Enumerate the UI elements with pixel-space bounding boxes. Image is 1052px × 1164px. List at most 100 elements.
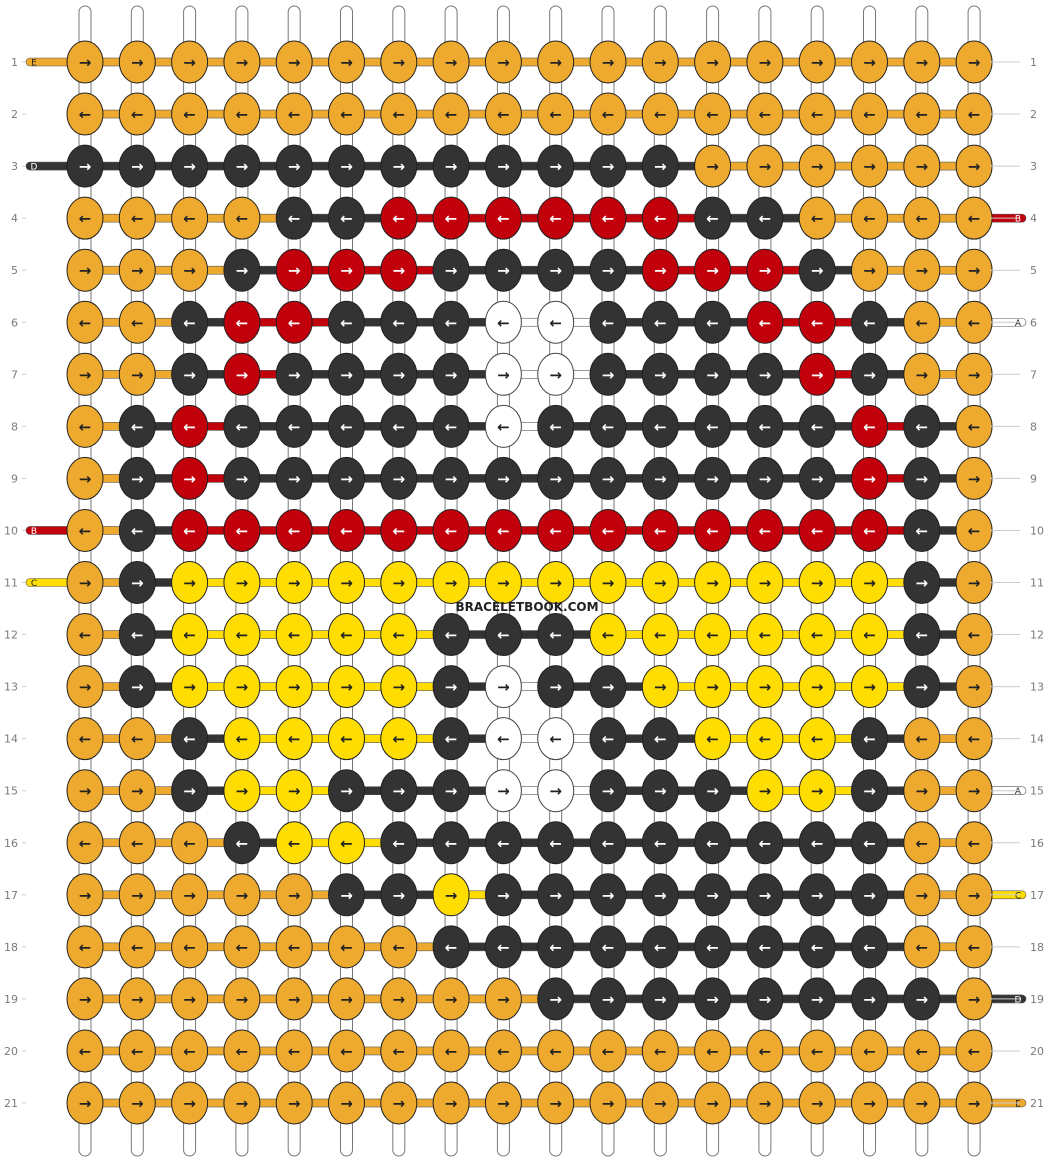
knot-arrow-icon: → [549,470,562,488]
knot-arrow-icon: ← [445,938,458,956]
knot [537,873,575,917]
knot-arrow-icon: → [497,54,510,72]
knot-arrow-icon: ← [340,938,353,956]
knot [66,1081,104,1125]
knot [484,1029,522,1073]
knot [171,769,209,813]
knot-arrow-icon: → [340,54,353,72]
knot [484,613,522,657]
knot-arrow-icon: → [497,262,510,280]
knot [694,196,732,240]
row-number-left: 10 [4,524,18,537]
knot [223,300,261,344]
knot [275,508,313,552]
knot-arrow-icon: → [497,470,510,488]
knot-arrow-icon: ← [445,1042,458,1060]
knot [380,404,418,448]
knot [380,613,418,657]
knot-arrow-icon: ← [863,418,876,436]
knot [171,456,209,500]
knot [641,456,679,500]
knot [903,352,941,396]
knot [537,40,575,84]
knot-arrow-icon: → [79,470,92,488]
left-string-label: B [31,527,37,537]
knot-arrow-icon: → [759,678,772,696]
knot [484,561,522,604]
knot [798,1029,836,1073]
knot [66,92,104,136]
knot [589,1029,627,1073]
knot [694,40,732,84]
knot [903,873,941,917]
knot-arrow-icon: ← [131,834,144,852]
knot-arrow-icon: → [183,1095,196,1113]
knot [380,248,418,292]
knot [641,404,679,448]
knot-arrow-icon: → [393,574,406,592]
knot [589,977,627,1021]
knot-arrow-icon: → [393,470,406,488]
knot [484,717,522,761]
knot-arrow-icon: → [79,886,92,904]
knot-arrow-icon: ← [236,1042,249,1060]
knot [380,300,418,344]
knot [851,717,888,761]
knot [589,873,627,917]
knot-arrow-icon: → [654,990,667,1008]
knot-arrow-icon: ← [759,834,772,852]
knot [851,873,888,917]
knot [641,40,679,84]
knot [641,508,679,552]
knot [694,561,732,604]
knot [537,821,575,865]
knot [589,717,627,761]
knot [641,248,679,292]
knot-arrow-icon: → [916,886,929,904]
knot-arrow-icon: ← [288,210,301,228]
knot-arrow-icon: ← [236,314,249,332]
knot-arrow-icon: → [602,574,615,592]
knot-arrow-icon: → [79,1095,92,1113]
knot-arrow-icon: ← [759,730,772,748]
knot-arrow-icon: → [131,366,144,384]
knot-arrow-icon: → [183,782,196,800]
knot-arrow-icon: ← [131,938,144,956]
knot-arrow-icon: ← [602,938,615,956]
knot-arrow-icon: → [445,54,458,72]
knot [380,769,418,813]
knot-arrow-icon: ← [131,1042,144,1060]
knot [641,717,679,761]
knot-arrow-icon: → [759,54,772,72]
knot [851,821,888,865]
knot-arrow-icon: ← [497,210,510,228]
knot-arrow-icon: → [654,158,667,176]
knot [798,977,836,1021]
knot-arrow-icon: → [288,574,301,592]
knot [746,717,784,761]
row-number-left: 15 [4,785,18,798]
knot [537,977,575,1021]
knot [380,1081,418,1125]
knot-arrow-icon: → [811,678,824,696]
knot [798,352,836,396]
knot [328,196,365,240]
row-number-left: 2 [11,108,18,121]
knot-arrow-icon: → [340,574,353,592]
knot-arrow-icon: → [236,470,249,488]
knot [432,769,470,813]
knot [589,456,627,500]
knot-arrow-icon: → [602,1095,615,1113]
knot-arrow-icon: ← [393,522,406,540]
knot [694,144,732,188]
knot-arrow-icon: → [183,366,196,384]
knot-arrow-icon: ← [340,626,353,644]
knot [641,873,679,917]
row-number-right: 3 [1030,160,1037,173]
knot [484,665,522,709]
knot-arrow-icon: → [706,54,719,72]
knot [328,717,365,761]
knot [328,925,365,969]
knot-arrow-icon: ← [549,730,562,748]
knot-arrow-icon: → [863,782,876,800]
